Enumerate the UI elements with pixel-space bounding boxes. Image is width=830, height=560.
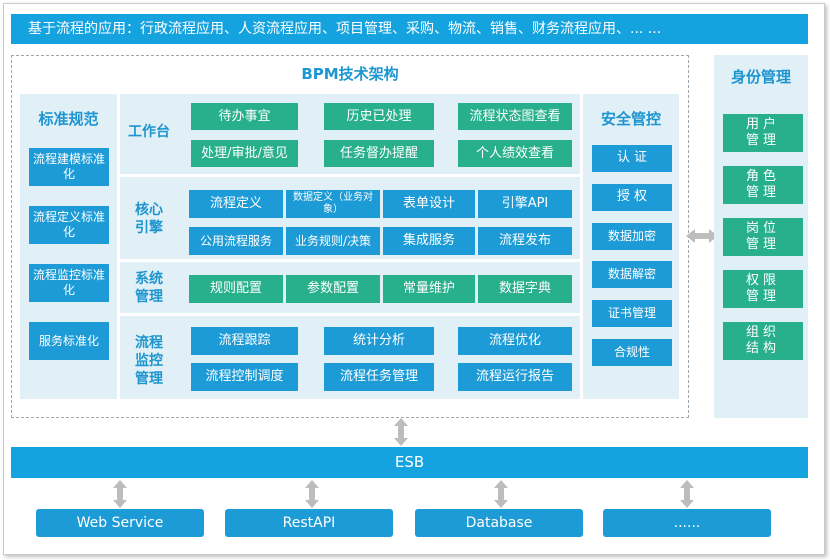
sysmgmt-params[interactable]: 参数配置 <box>286 275 380 303</box>
security-title: 安全管控 <box>600 110 661 128</box>
engine-data-definition[interactable]: 数据定义（业务对象） <box>286 190 380 218</box>
engine-integration[interactable]: 集成服务 <box>383 227 475 255</box>
security-authorization[interactable]: 授 权 <box>592 184 672 211</box>
bpm-title: BPM技术架构 <box>301 65 399 83</box>
standards-title: 标准规范 <box>38 110 99 128</box>
rest-api-button[interactable]: RestAPI <box>225 509 393 537</box>
engine-business-rules[interactable]: 业务规则/决策 <box>286 227 380 255</box>
workbench-label: 工作台 <box>128 123 170 140</box>
security-compliance[interactable]: 合规性 <box>592 339 672 366</box>
engine-label: 核心引擎 <box>135 201 163 236</box>
standards-item-modeling[interactable]: 流程建模标准化 <box>29 148 109 186</box>
engine-api[interactable]: 引擎API <box>478 190 572 218</box>
vertical-bidirectional-arrow-icon <box>113 480 127 508</box>
engine-process-definition[interactable]: 流程定义 <box>189 190 283 218</box>
engine-form-design[interactable]: 表单设计 <box>383 190 475 218</box>
web-service-button[interactable]: Web Service <box>36 509 204 537</box>
applications-banner: 基于流程的应用：行政流程应用、人资流程应用、项目管理、采购、物流、销售、财务流程… <box>11 14 808 44</box>
monitor-label: 流程监控管理 <box>135 334 163 388</box>
identity-positions[interactable]: 岗位管理 <box>723 218 803 256</box>
security-decryption[interactable]: 数据解密 <box>592 261 672 288</box>
standards-item-service[interactable]: 服务标准化 <box>29 322 109 360</box>
workbench-supervise[interactable]: 任务督办提醒 <box>324 140 434 167</box>
vertical-bidirectional-arrow-icon <box>494 480 508 508</box>
monitor-task-management[interactable]: 流程任务管理 <box>324 363 434 391</box>
identity-permissions[interactable]: 权限管理 <box>723 270 803 308</box>
workbench-performance[interactable]: 个人绩效查看 <box>458 140 572 167</box>
identity-users[interactable]: 用户管理 <box>723 114 803 152</box>
vertical-bidirectional-arrow-icon <box>305 480 319 508</box>
security-authentication[interactable]: 认 证 <box>592 145 672 172</box>
sysmgmt-dictionary[interactable]: 数据字典 <box>478 275 572 303</box>
standards-item-definition[interactable]: 流程定义标准化 <box>29 206 109 244</box>
monitor-tracking[interactable]: 流程跟踪 <box>191 327 298 355</box>
workbench-history[interactable]: 历史已处理 <box>324 103 434 130</box>
esb-bar: ESB <box>11 447 808 478</box>
monitor-report[interactable]: 流程运行报告 <box>458 363 572 391</box>
monitor-statistics[interactable]: 统计分析 <box>324 327 434 355</box>
row-divider <box>120 313 580 316</box>
identity-organization[interactable]: 组织结构 <box>723 322 803 360</box>
row-divider <box>120 259 580 262</box>
vertical-bidirectional-arrow-icon <box>680 480 694 508</box>
vertical-bidirectional-arrow-icon <box>394 418 408 446</box>
security-encryption[interactable]: 数据加密 <box>592 223 672 250</box>
more-button[interactable]: ...... <box>603 509 771 537</box>
sysmgmt-label: 系统管理 <box>135 270 163 305</box>
sysmgmt-constants[interactable]: 常量维护 <box>383 275 475 303</box>
engine-publish[interactable]: 流程发布 <box>478 227 572 255</box>
workbench-status-chart[interactable]: 流程状态图查看 <box>458 103 572 130</box>
workbench-todo[interactable]: 待办事宜 <box>191 103 298 130</box>
row-divider <box>120 174 580 177</box>
sysmgmt-rules[interactable]: 规则配置 <box>189 275 283 303</box>
security-certificates[interactable]: 证书管理 <box>592 300 672 327</box>
identity-roles[interactable]: 角色管理 <box>723 166 803 204</box>
standards-item-monitoring[interactable]: 流程监控标准化 <box>29 264 109 302</box>
monitor-scheduling[interactable]: 流程控制调度 <box>191 363 298 391</box>
identity-title: 身份管理 <box>730 68 791 86</box>
engine-common-services[interactable]: 公用流程服务 <box>189 227 283 255</box>
monitor-optimization[interactable]: 流程优化 <box>458 327 572 355</box>
bidirectional-arrow-icon <box>686 229 718 243</box>
database-button[interactable]: Database <box>415 509 583 537</box>
workbench-approve[interactable]: 处理/审批/意见 <box>191 140 298 167</box>
